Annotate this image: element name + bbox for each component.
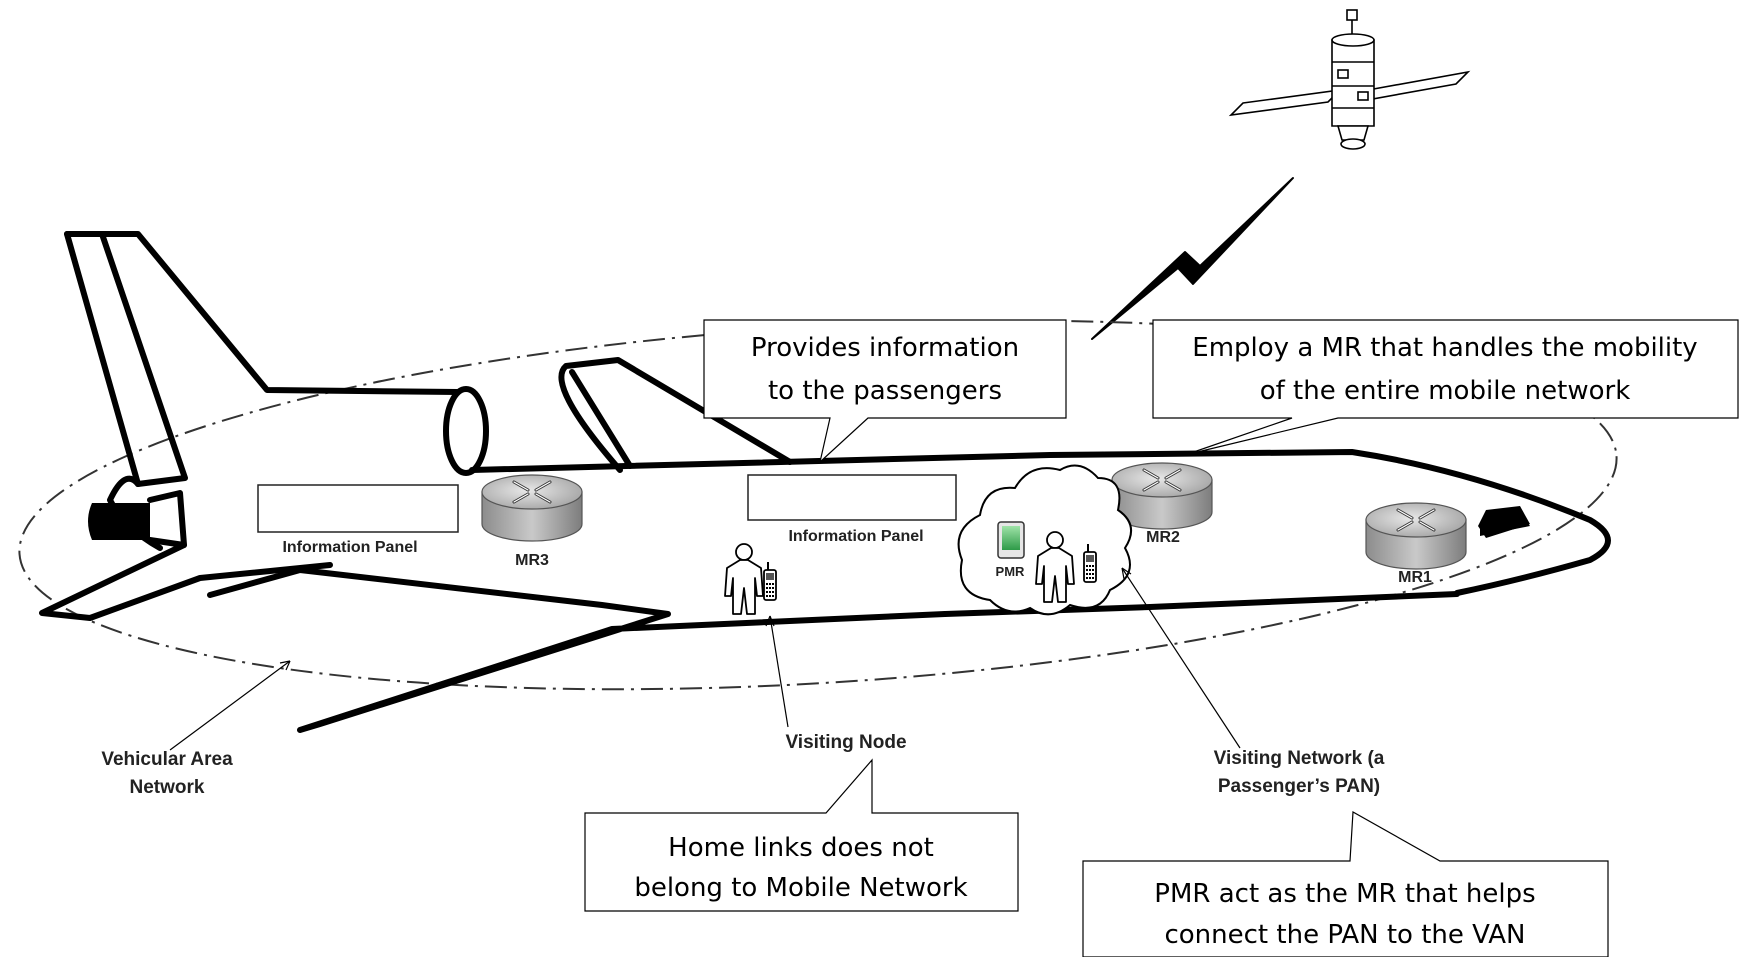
callout-info-line2: to the passengers: [768, 376, 1002, 406]
information-panel-left-label: Information Panel: [282, 539, 417, 556]
visiting-network-label: Visiting Network (a Passenger’s PAN): [1214, 748, 1385, 797]
vehicular-area-network-label: Vehicular Area Network: [101, 749, 233, 798]
information-panel-center: Information Panel: [747, 474, 957, 545]
satellite-icon: [1228, 9, 1471, 150]
pda-icon: [997, 521, 1025, 559]
visiting-node: [724, 543, 777, 615]
router-icon: [480, 473, 584, 543]
callout-home-line2: belong to Mobile Network: [634, 873, 967, 903]
callout-mr-line1: Employ a MR that handles the mobility: [1192, 333, 1697, 363]
visiting-network-label-line1: Visiting Network (a: [1214, 748, 1385, 769]
router-mr1-label: MR1: [1398, 569, 1432, 586]
van-label-line1: Vehicular Area: [101, 749, 233, 770]
callout-home-links: Home links does not belong to Mobile Net…: [584, 758, 1019, 912]
callout-employ-mr: Employ a MR that handles the mobility of…: [1152, 319, 1739, 456]
callout-home-line1: Home links does not: [668, 833, 934, 863]
router-mr2: MR2: [1110, 461, 1214, 546]
callout-info-line1: Provides information: [751, 333, 1019, 363]
pmr-label: PMR: [996, 564, 1026, 579]
pointer-lines: [169, 567, 1241, 751]
van-label-line2: Network: [130, 777, 205, 798]
information-panel-left: Information Panel: [257, 484, 459, 556]
callout-pmr-line2: connect the PAN to the VAN: [1164, 920, 1525, 950]
router-mr2-label: MR2: [1146, 529, 1180, 546]
information-panel-center-label: Information Panel: [788, 528, 923, 545]
mobile-phone-icon: [763, 561, 777, 601]
router-icon: [1364, 501, 1468, 571]
callout-provides-information: Provides information to the passengers: [703, 319, 1067, 464]
person-icon: [724, 543, 764, 615]
router-mr3: MR3: [480, 473, 584, 569]
callout-pmr-line1: PMR act as the MR that helps: [1154, 879, 1535, 909]
passenger-pan-cloud: PMR: [957, 464, 1133, 616]
callout-mr-line2: of the entire mobile network: [1260, 376, 1631, 406]
router-mr3-label: MR3: [515, 552, 549, 569]
airplane: [39, 231, 1611, 733]
router-mr1: MR1: [1364, 501, 1468, 586]
callout-pmr: PMR act as the MR that helps connect the…: [1082, 811, 1609, 957]
lightning-link-icon: [1091, 177, 1294, 340]
visiting-network-label-line2: Passenger’s PAN): [1218, 776, 1380, 797]
visiting-node-label: Visiting Node: [785, 732, 906, 753]
